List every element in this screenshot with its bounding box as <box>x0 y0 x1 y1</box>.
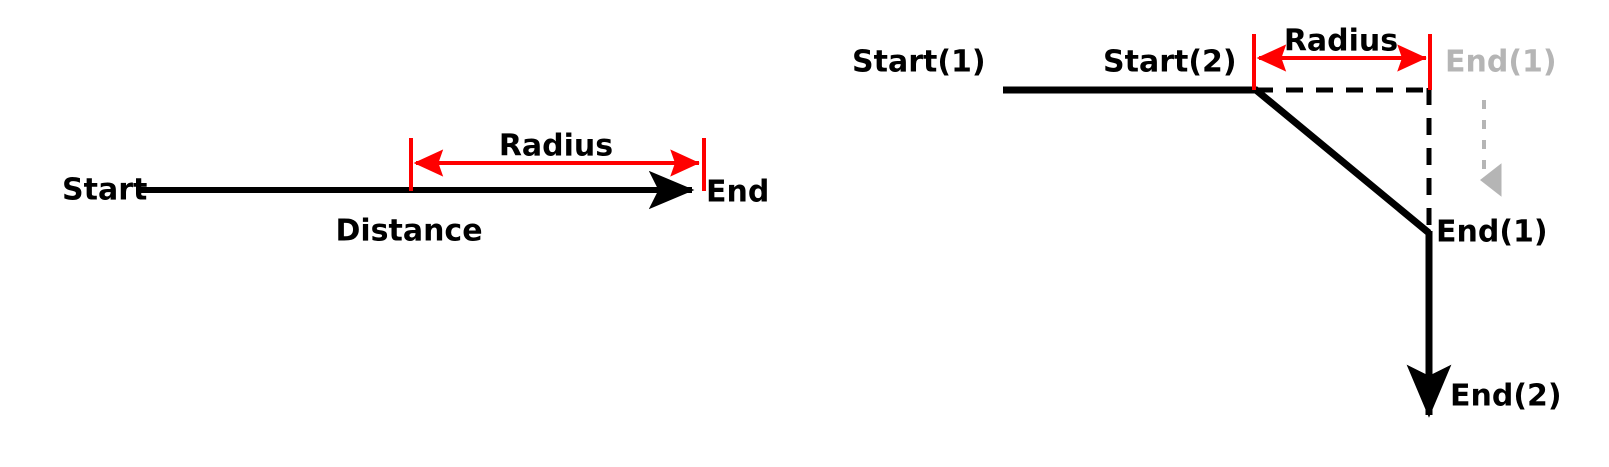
label-end: End <box>706 175 769 210</box>
label-start-1: Start(1) <box>852 45 986 80</box>
label-radius: Radius <box>1284 24 1398 59</box>
label-end-2: End(2) <box>1450 379 1562 414</box>
trimmed-path-polyline <box>1003 86 1432 236</box>
label-start: Start <box>62 173 147 208</box>
label-end-1: End(1) <box>1436 215 1548 250</box>
label-distance: Distance <box>335 214 482 249</box>
label-end-1-ghost: End(1) <box>1445 45 1557 80</box>
label-start-2: Start(2) <box>1103 45 1237 80</box>
panel-two-segment: Start(1) Start(2) Radius End(1) End(1) E… <box>852 24 1562 418</box>
label-radius: Radius <box>499 129 613 164</box>
panel-single-segment: Start Radius End Distance <box>62 129 769 249</box>
